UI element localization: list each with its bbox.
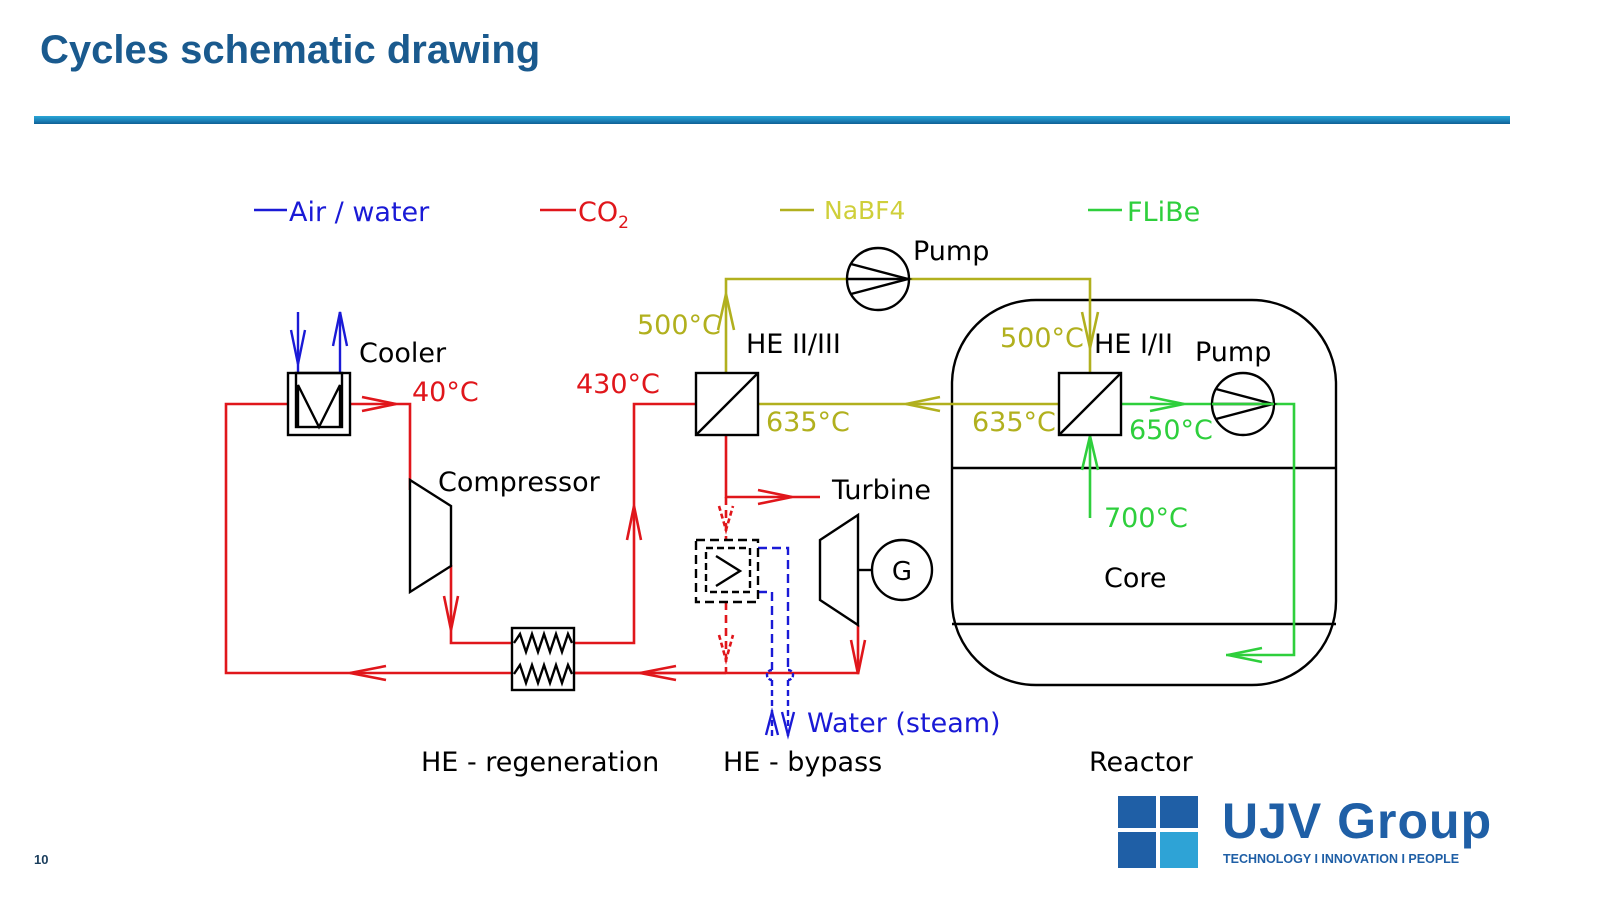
component-labels: Pump Pump Cooler Compressor Turbine HE I… (359, 236, 1271, 778)
temperature-labels: 40°C 430°C 500°C 500°C 635°C 635°C 650°C… (412, 310, 1213, 534)
reactor-label: Reactor (1089, 747, 1194, 778)
regen-coil-1 (513, 630, 574, 656)
compressor (408, 477, 453, 595)
reactor-vessel (950, 298, 1338, 687)
he-regeneration-label: HE - regeneration (421, 747, 659, 778)
logo-square-2 (1160, 796, 1198, 828)
pump-top-label: Pump (913, 236, 989, 267)
logo-tagline: TECHNOLOGY I INNOVATION I PEOPLE (1223, 852, 1460, 866)
core-label: Core (1104, 563, 1167, 594)
co2-riser-arrow (625, 505, 643, 541)
generator-circle (870, 538, 934, 602)
bypass-steam-jump (787, 668, 795, 682)
reactor-outline (950, 298, 1338, 687)
bypass-chevron (715, 554, 743, 588)
co2-compressor-out (449, 565, 512, 645)
logo-square-3 (1118, 832, 1156, 868)
bypass-water-jump (765, 668, 773, 682)
nabf4-up-arrow (716, 293, 736, 331)
co2-return-pipe (224, 402, 726, 675)
compressor-label: Compressor (438, 467, 601, 498)
cooler-coil (296, 384, 342, 430)
co2-to-turbine (724, 435, 820, 499)
flibe-flow-arrow (1149, 395, 1185, 413)
cooler (286, 371, 352, 437)
he-i-ii (1057, 371, 1123, 437)
pump-nabf4 (845, 246, 913, 312)
cooler-water-out-arrow (331, 311, 349, 347)
bypass-water-line (758, 590, 774, 670)
water-lines (289, 311, 796, 740)
pump-flibe (1210, 371, 1278, 437)
co2-cooler-out (350, 402, 412, 490)
compressor-shape (408, 477, 453, 595)
temp-40: 40°C (412, 377, 479, 408)
bypass-water-arrow (764, 707, 780, 736)
temp-500-right: 500°C (1000, 323, 1084, 354)
legend-nabf4-label: NaBF4 (824, 196, 905, 225)
he-ii-iii-label: HE II/III (746, 329, 841, 360)
temp-650: 650°C (1129, 415, 1213, 446)
he-bypass-label: HE - bypass (723, 747, 882, 778)
ujv-group-logo: UJV Group TECHNOLOGY I INNOVATION I PEOP… (1118, 793, 1528, 870)
co2-cooler-arrow (361, 395, 397, 413)
bypass-inner (704, 546, 752, 594)
pump-right-label: Pump (1195, 337, 1271, 368)
he-ii-iii (694, 371, 760, 437)
co2-bypass-arrow-1 (717, 505, 735, 535)
he-i-ii-diagonal (1058, 372, 1122, 436)
nabf4-flow-arrow (905, 395, 941, 413)
cooler-label: Cooler (359, 338, 447, 369)
turbine-label: Turbine (831, 475, 931, 506)
legend-air-water-label: Air / water (289, 197, 430, 228)
bypass-steam-arrow (780, 711, 796, 740)
legend-co2-label: CO2 (578, 197, 629, 233)
he-ii-iii-diagonal (695, 372, 759, 436)
legend: Air / water CO2 NaBF4 FLiBe (254, 196, 1200, 233)
flibe-pipe (1121, 402, 1296, 657)
nabf4-down-arrow (1080, 311, 1100, 349)
water-steam-label: Water (steam) (807, 708, 1001, 739)
temp-430: 430°C (576, 369, 660, 400)
temp-635-right: 635°C (972, 407, 1056, 438)
slide-title: Cycles schematic drawing (40, 28, 541, 72)
legend-flibe-label: FLiBe (1127, 197, 1200, 228)
page-number: 10 (34, 852, 49, 867)
co2-compressor-arrow (442, 595, 460, 631)
logo-wordmark: UJV Group (1222, 793, 1493, 849)
turbine: G (818, 512, 934, 628)
logo-square-1 (1118, 796, 1156, 828)
he-bypass (694, 538, 760, 604)
he-i-ii-label: HE I/II (1094, 329, 1173, 360)
co2-turbine-arrow (757, 488, 793, 506)
logo-square-4 (1160, 832, 1198, 868)
co2-bypass-arrow-2 (717, 634, 735, 665)
cooler-water-in-arrow (289, 329, 307, 365)
co2-turbine-out (574, 625, 860, 675)
generator-label: G (892, 557, 912, 587)
flibe-return-arrow (1227, 646, 1263, 664)
co2-loop (224, 395, 867, 682)
temp-635-left: 635°C (766, 407, 850, 438)
temp-500-left: 500°C (637, 310, 721, 341)
regen-coil-2 (513, 661, 574, 687)
title-divider (34, 116, 1510, 124)
co2-turbine-out-arrow (849, 639, 867, 675)
co2-heated-pipe (574, 402, 696, 645)
bypass-steam-line (758, 546, 790, 670)
temp-700: 700°C (1104, 503, 1188, 534)
he-regeneration (510, 626, 576, 692)
turbine-shape (818, 512, 860, 628)
co2-return-arrow-1 (349, 664, 387, 682)
